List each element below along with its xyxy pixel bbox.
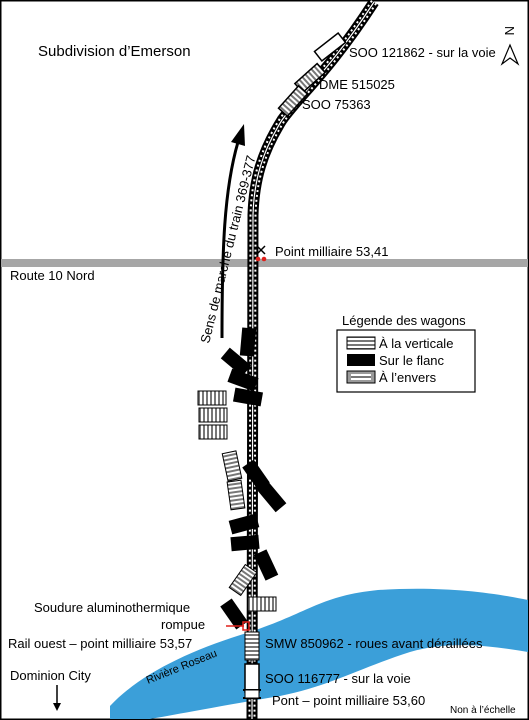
car-on-side <box>242 459 270 491</box>
car-label-dme-515025: DME 515025 <box>319 77 395 92</box>
legend-item-on-side: Sur le flanc <box>347 353 445 368</box>
car-on-side <box>220 598 248 630</box>
weld-label-line1: Soudure aluminothermique <box>34 600 190 615</box>
road-label: Route 10 Nord <box>10 268 95 283</box>
bridge-label: Pont – point milliaire 53,60 <box>272 693 425 708</box>
roseau-river <box>110 588 528 719</box>
legend-item-inverted: À l’envers <box>346 370 437 385</box>
car-label-soo-75363: SOO 75363 <box>302 97 371 112</box>
car-inverted <box>228 563 258 597</box>
smw-label: SMW 850962 - roues avant déraillées <box>265 636 483 651</box>
car-inverted <box>197 390 227 406</box>
car-on-side <box>227 368 259 392</box>
car-inverted <box>221 450 243 482</box>
railway-track <box>246 0 379 720</box>
bridge-marker <box>243 689 261 699</box>
dominion-arrow <box>53 685 61 711</box>
north-arrow-icon <box>500 43 520 66</box>
car-on-side <box>257 481 287 513</box>
car-on-side <box>230 534 260 552</box>
broken-weld-marker <box>226 621 250 631</box>
weld-label-line2: rompue <box>161 617 205 632</box>
title: Subdivision d’Emerson <box>38 43 191 60</box>
car-soo-121862 <box>313 31 347 63</box>
legend: Légende des wagons À la verticale Sur le… <box>336 313 476 393</box>
car-inverted <box>226 479 246 511</box>
car-inverted <box>247 596 277 612</box>
car-inverted <box>198 407 228 423</box>
legend-label-on-side: Sur le flanc <box>379 353 445 368</box>
crossing-signal-icon <box>255 245 267 262</box>
route-10-road <box>1 259 528 267</box>
north-label: N <box>502 26 517 35</box>
car-on-side <box>232 387 264 407</box>
car-on-side <box>239 327 257 357</box>
legend-label-inverted: À l’envers <box>379 370 437 385</box>
car-inverted <box>198 424 228 440</box>
scale-note: Non à l’échelle <box>450 705 516 716</box>
car-label-soo-121862: SOO 121862 - sur la voie <box>349 45 496 60</box>
soo-116777-label: SOO 116777 - sur la voie <box>265 671 411 686</box>
legend-label-upright: À la verticale <box>379 336 453 351</box>
milepost-label-53-41: Point milliaire 53,41 <box>275 244 388 259</box>
car-on-side <box>220 347 252 377</box>
derailed-cars <box>197 327 287 693</box>
car-smw-850962 <box>244 631 260 661</box>
rail-west-label: Rail ouest – point milliaire 53,57 <box>8 636 192 651</box>
legend-title: Légende des wagons <box>342 313 466 328</box>
legend-item-upright: À la verticale <box>346 336 453 351</box>
car-on-side <box>228 513 260 535</box>
direction-arrow <box>220 124 245 339</box>
car-on-side <box>253 549 279 581</box>
car-soo-75363 <box>277 84 309 118</box>
car-soo-116777 <box>244 663 260 693</box>
dominion-city-label: Dominion City <box>10 668 91 683</box>
